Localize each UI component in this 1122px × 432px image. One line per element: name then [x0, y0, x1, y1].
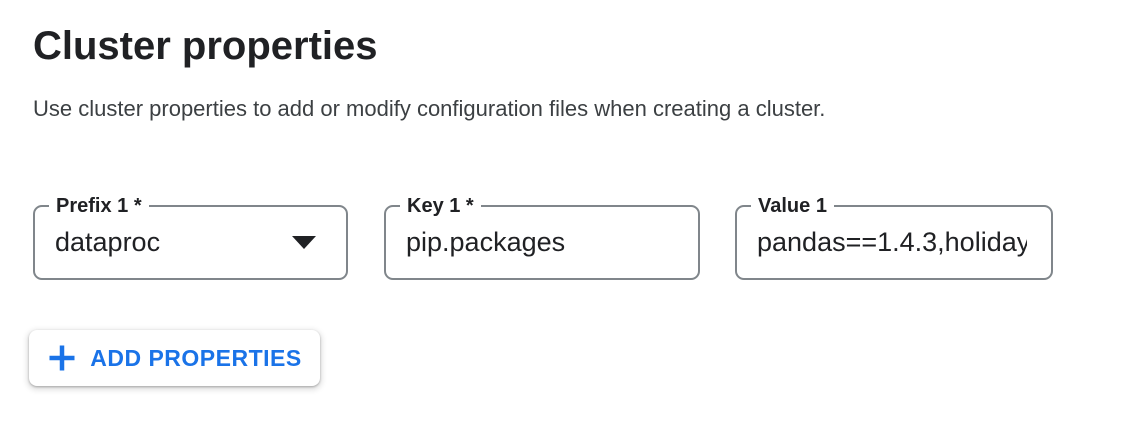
prefix-field: Prefix 1 * dataproc [33, 193, 348, 280]
plus-icon [49, 345, 75, 371]
page-description: Use cluster properties to add or modify … [33, 96, 826, 121]
add-properties-button-label: ADD PROPERTIES [90, 344, 302, 371]
prefix-select[interactable]: dataproc [35, 207, 346, 278]
key-field-label: Key 1 * [400, 193, 481, 219]
dropdown-arrow-icon [292, 236, 316, 249]
prefix-selected-value: dataproc [55, 227, 161, 257]
value-field: Value 1 [735, 193, 1053, 280]
key-field: Key 1 * [384, 193, 700, 280]
prefix-field-label: Prefix 1 * [49, 193, 149, 219]
add-properties-button[interactable]: ADD PROPERTIES [29, 330, 320, 386]
value-field-label: Value 1 [751, 193, 834, 219]
page-title: Cluster properties [33, 24, 378, 68]
